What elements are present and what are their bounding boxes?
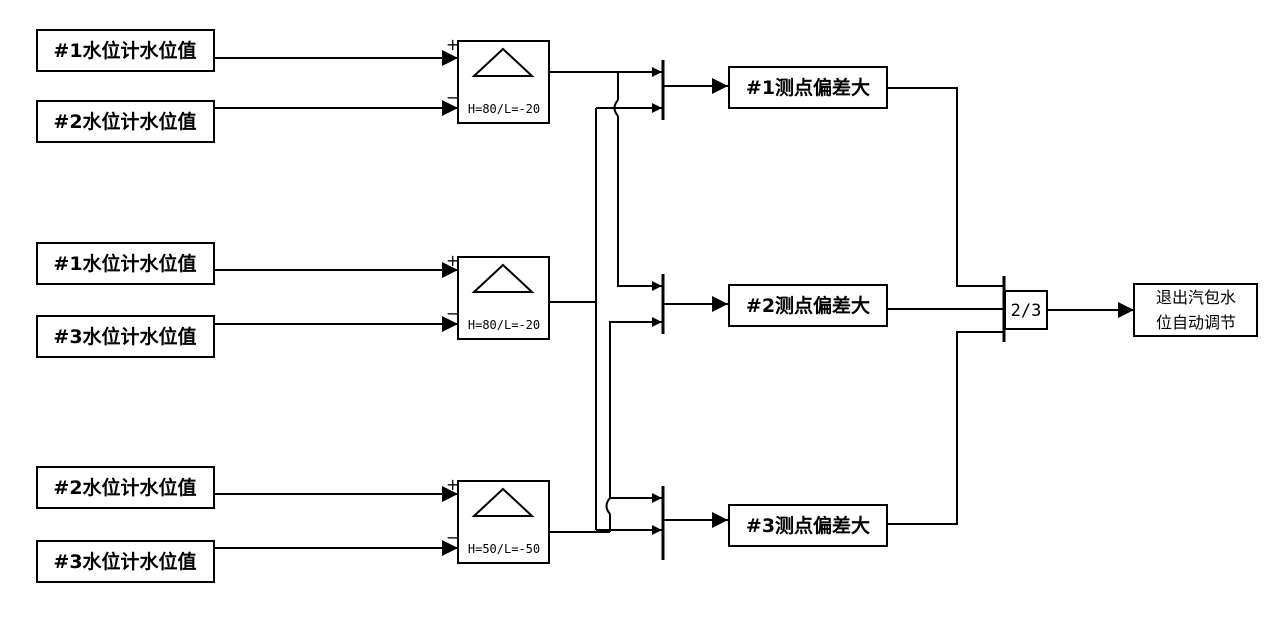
output-box: 退出汽包水 位自动调节	[1133, 283, 1258, 337]
comparator-limit: H=50/L=-50	[468, 542, 540, 556]
input-wires	[214, 50, 458, 556]
bus-wiring	[549, 67, 662, 535]
comparator-2: H=80/L=-20 + −	[446, 251, 550, 340]
deviation-box-2: #2测点偏差大	[728, 284, 888, 327]
plus-sign: +	[446, 475, 459, 494]
output-label-line1: 退出汽包水	[1156, 288, 1236, 307]
delta-icon	[471, 487, 535, 517]
input-label: #2水位计水位值	[53, 110, 196, 133]
minus-sign: −	[446, 528, 459, 547]
output-label-line2: 位自动调节	[1156, 313, 1236, 332]
and-gates	[661, 60, 728, 560]
deviation-box-1: #1测点偏差大	[728, 66, 888, 109]
deviation-label: #2测点偏差大	[746, 294, 870, 317]
plus-sign: +	[446, 35, 459, 54]
input-label: #3水位计水位值	[53, 550, 196, 573]
delta-icon	[471, 263, 535, 293]
input-box-4: #3水位计水位值	[36, 315, 215, 358]
input-box-3: #1水位计水位值	[36, 242, 215, 285]
input-box-6: #3水位计水位值	[36, 540, 215, 583]
input-label: #2水位计水位值	[53, 476, 196, 499]
comparator-1: H=80/L=-20 + −	[446, 35, 550, 124]
vote-box: 2/3	[1004, 290, 1048, 330]
comparator-3: H=50/L=-50 + −	[446, 475, 550, 564]
comparator-limit: H=80/L=-20	[468, 318, 540, 332]
voter-wiring	[887, 87, 1006, 525]
minus-sign: −	[446, 304, 459, 323]
input-box-5: #2水位计水位值	[36, 466, 215, 509]
deviation-label: #1测点偏差大	[746, 76, 870, 99]
deviation-box-3: #3测点偏差大	[728, 504, 888, 547]
minus-sign: −	[446, 88, 459, 107]
input-label: #1水位计水位值	[53, 39, 196, 62]
deviation-label: #3测点偏差大	[746, 514, 870, 537]
delta-icon	[471, 47, 535, 77]
comparator-limit: H=80/L=-20	[468, 102, 540, 116]
input-box-1: #1水位计水位值	[36, 29, 215, 72]
input-box-2: #2水位计水位值	[36, 100, 215, 143]
vote-label: 2/3	[1011, 301, 1042, 321]
input-label: #3水位计水位值	[53, 325, 196, 348]
input-label: #1水位计水位值	[53, 252, 196, 275]
plus-sign: +	[446, 251, 459, 270]
